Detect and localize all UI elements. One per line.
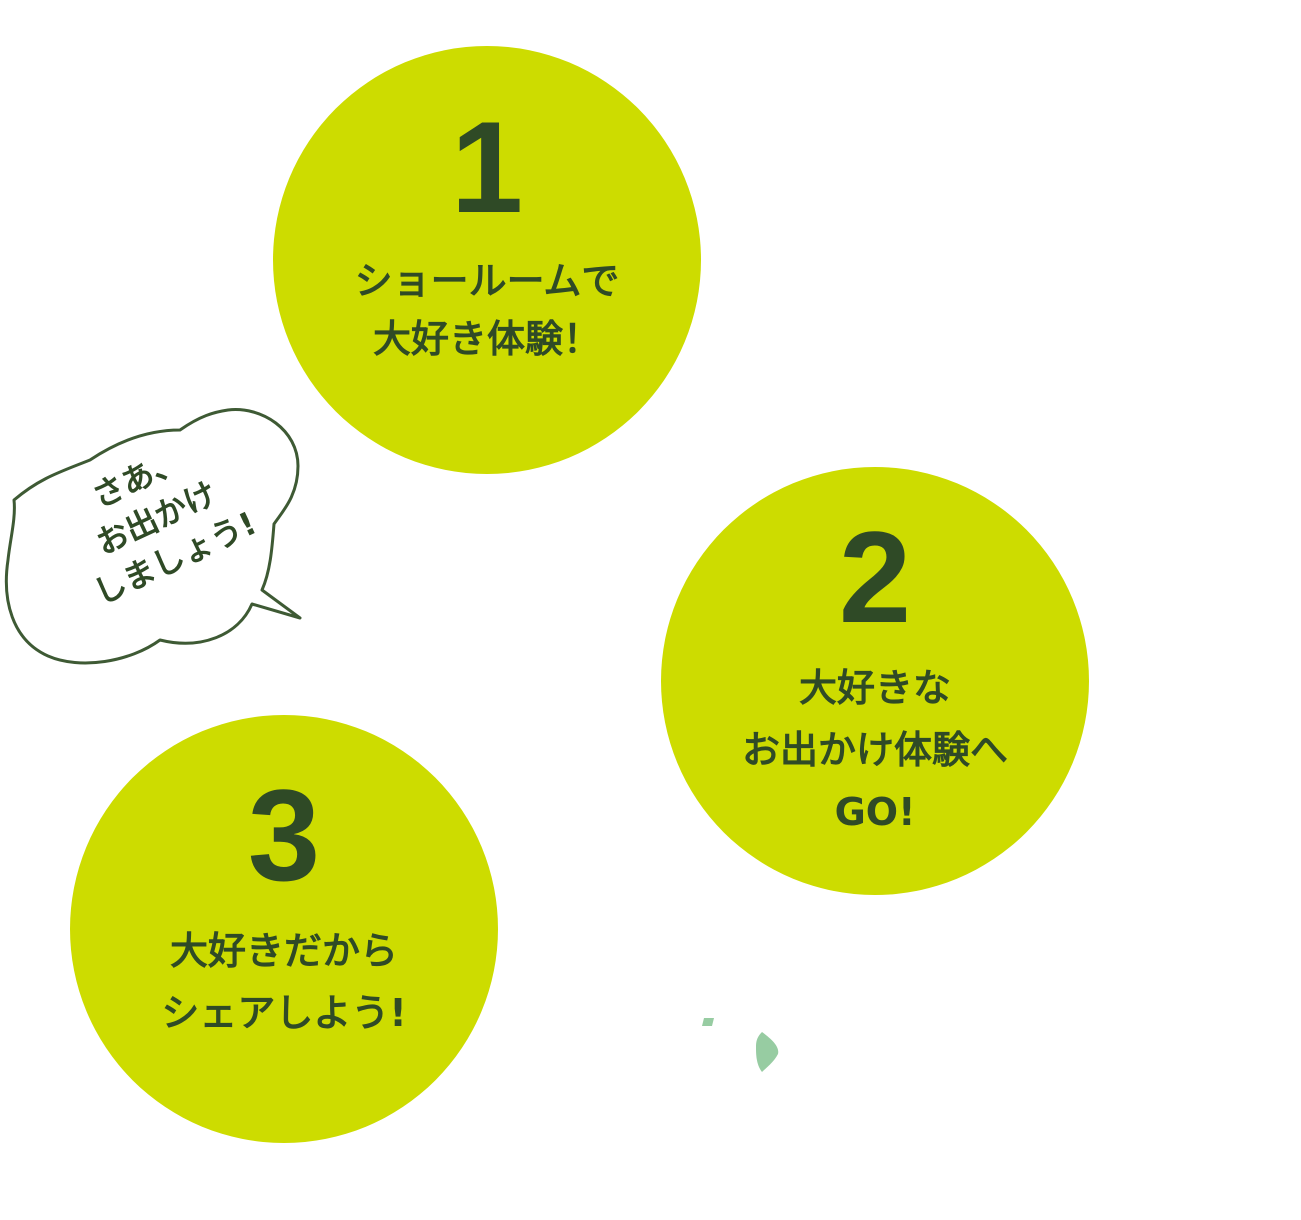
step-3-circle: 3 大好きだから シェアしよう! <box>70 715 498 1143</box>
step-2-line-3: GO! <box>834 790 916 834</box>
speech-bubble-path <box>4 408 302 665</box>
step-3-line-1: 大好きだから <box>169 929 398 973</box>
speech-bubble: さあ、 お出かけ しましょう! <box>0 400 310 680</box>
step-1-line-2: 大好き体験！ <box>372 317 601 361</box>
step-3-number: 3 <box>247 762 321 908</box>
leaf-small <box>702 1018 714 1026</box>
step-1-number: 1 <box>450 94 524 240</box>
leaf-large <box>756 1032 779 1072</box>
step-1-line-1: ショールームで <box>354 259 620 303</box>
leaf-icon <box>702 1018 779 1072</box>
speech-bubble-outline <box>4 408 302 665</box>
step-2-line-2: お出かけ体験へ <box>741 728 1008 772</box>
step-2-text: 大好きな お出かけ体験へ GO! <box>742 657 1008 843</box>
step-3-text: 大好きだから シェアしよう! <box>161 920 406 1044</box>
step-3-line-2: シェアしよう! <box>161 991 407 1035</box>
step-1-text: ショールームで 大好き体験！ <box>355 252 620 368</box>
step-1-circle: 1 ショールームで 大好き体験！ <box>273 46 701 474</box>
step-2-line-1: 大好きな <box>798 666 951 710</box>
step-2-circle: 2 大好きな お出かけ体験へ GO! <box>661 467 1089 895</box>
step-2-number: 2 <box>838 504 912 650</box>
